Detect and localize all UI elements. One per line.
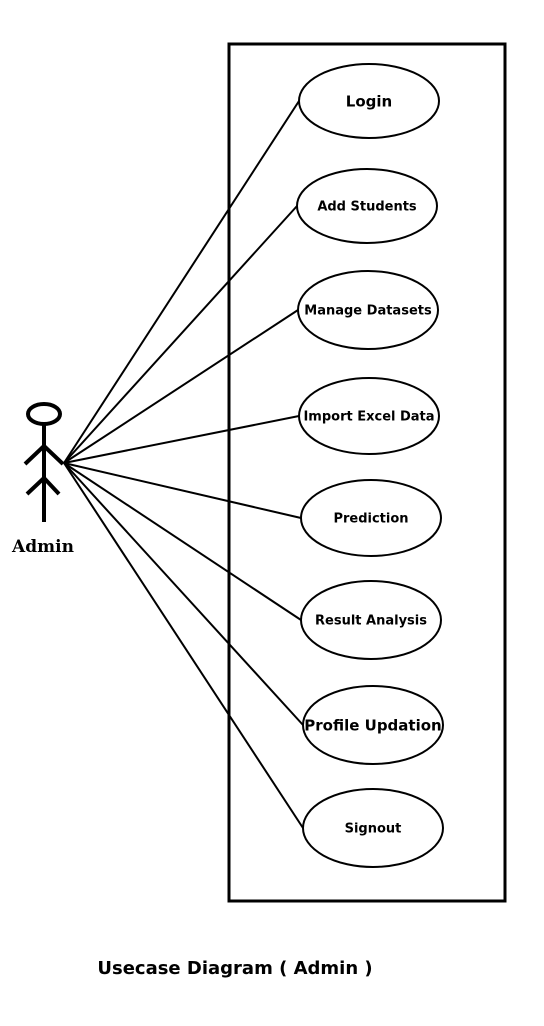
use-case-label: Prediction (333, 512, 408, 527)
use-case-ellipse (302, 685, 444, 765)
association-lines (63, 100, 304, 829)
use-case-import-excel-data: Import Excel Data (298, 377, 440, 455)
use-case-manage-datasets: Manage Datasets (297, 270, 439, 350)
association-line (63, 415, 300, 464)
use-case-label: Signout (345, 822, 402, 837)
use-case-profile-updation: Profile Updation (302, 685, 444, 765)
use-case-result-analysis: Result Analysis (300, 580, 442, 660)
actor-figure (23, 402, 65, 522)
use-case-label: Add Students (317, 200, 417, 215)
use-case-signout: Signout (302, 788, 444, 868)
use-case-ellipse (297, 270, 439, 350)
use-case-label: Result Analysis (315, 614, 427, 629)
use-case-label: Import Excel Data (303, 410, 434, 425)
use-case-ellipse (302, 788, 444, 868)
actor-arm-left (23, 444, 46, 466)
use-case-ellipse (300, 580, 442, 660)
actor-head (26, 402, 62, 426)
actor-leg-left (25, 476, 46, 496)
use-case-ellipse (296, 168, 438, 244)
association-line (63, 205, 298, 464)
use-case-login: Login (298, 63, 440, 139)
association-line (63, 462, 302, 519)
association-line (63, 462, 302, 621)
association-line (63, 309, 299, 464)
diagram-caption: Usecase Diagram ( Admin ) (97, 958, 373, 979)
use-case-label: Manage Datasets (304, 304, 432, 319)
actor-arm-right (42, 444, 65, 466)
use-case-ellipse (300, 479, 442, 557)
use-case-ellipse (298, 63, 440, 139)
use-case-ellipse (298, 377, 440, 455)
use-case-label: Login (346, 92, 392, 110)
actor-leg-right (42, 476, 61, 496)
association-line (63, 462, 304, 829)
association-line (63, 462, 304, 726)
use-case-prediction: Prediction (300, 479, 442, 557)
association-line (63, 100, 300, 464)
actor-label: Admin (11, 537, 74, 557)
system-boundary (227, 42, 507, 903)
use-case-label: Profile Updation (304, 716, 441, 734)
use-case-add-students: Add Students (296, 168, 438, 244)
